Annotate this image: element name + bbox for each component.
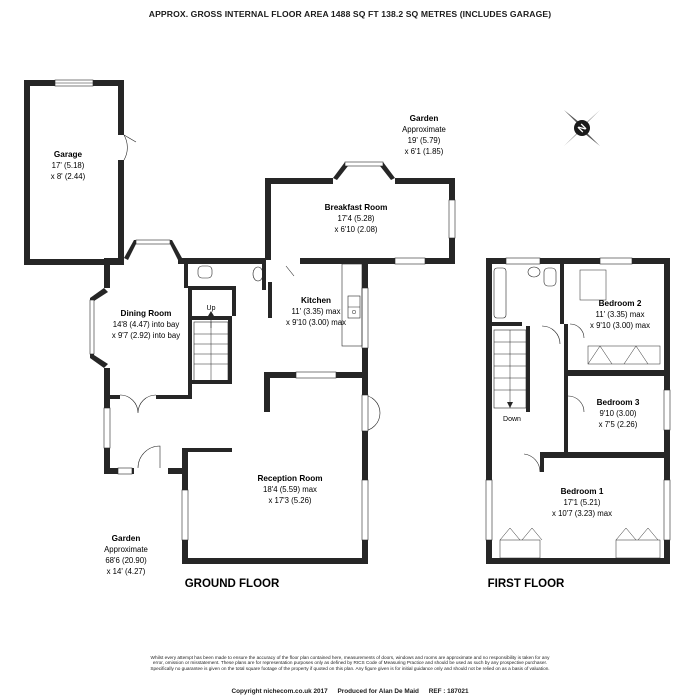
svg-text:x 6'1 (1.85): x 6'1 (1.85) <box>405 147 444 156</box>
copyright-text: Copyright nichecom.co.uk 2017 <box>231 688 328 695</box>
svg-text:Bedroom 2: Bedroom 2 <box>599 299 642 308</box>
svg-text:Garden: Garden <box>410 114 439 123</box>
dining-room-label: Dining Room 14'8 (4.47) into bay x 9'7 (… <box>112 309 180 340</box>
svg-text:14'8 (4.47) into bay: 14'8 (4.47) into bay <box>113 320 180 329</box>
garage-label: Garage 17' (5.18) x 8' (2.44) <box>51 150 86 181</box>
svg-text:Approximate: Approximate <box>402 125 446 134</box>
stairs-up-label: Up <box>207 305 216 312</box>
svg-text:x 8' (2.44): x 8' (2.44) <box>51 172 86 181</box>
svg-text:Bedroom 1: Bedroom 1 <box>561 487 604 496</box>
disclaimer-text: Whilst every attempt has been made to en… <box>150 655 550 671</box>
reference-text: REF : 187021 <box>428 688 469 695</box>
svg-text:17' (5.18): 17' (5.18) <box>52 161 85 170</box>
breakfast-room-label: Breakfast Room 17'4 (5.28) x 6'10 (2.08) <box>325 203 388 234</box>
svg-text:68'6 (20.90): 68'6 (20.90) <box>105 556 147 565</box>
svg-text:9'10 (3.00): 9'10 (3.00) <box>599 409 636 418</box>
first-floor-walls <box>485 257 671 564</box>
svg-text:Dining Room: Dining Room <box>121 309 172 318</box>
svg-text:Reception Room: Reception Room <box>257 474 322 483</box>
produced-for-text: Produced for Alan De Maid <box>337 688 419 695</box>
svg-text:Kitchen: Kitchen <box>301 296 331 305</box>
kitchen-label: Kitchen 11' (3.35) max x 9'10 (3.00) max <box>286 296 346 327</box>
svg-text:x 14' (4.27): x 14' (4.27) <box>107 567 146 576</box>
svg-text:17'1 (5.21): 17'1 (5.21) <box>563 498 600 507</box>
front-garden-label: Garden Approximate 68'6 (20.90) x 14' (4… <box>104 534 148 576</box>
svg-text:x 9'10 (3.00) max: x 9'10 (3.00) max <box>590 321 650 330</box>
footer: Copyright nichecom.co.uk 2017 Produced f… <box>0 688 700 695</box>
svg-text:Bedroom 3: Bedroom 3 <box>597 398 640 407</box>
first-floor-label: FIRST FLOOR <box>488 578 565 590</box>
svg-text:Approximate: Approximate <box>104 545 148 554</box>
garage-walls <box>24 79 137 265</box>
bedroom-2-label: Bedroom 2 11' (3.35) max x 9'10 (3.00) m… <box>590 299 650 330</box>
svg-text:19' (5.79): 19' (5.79) <box>408 136 441 145</box>
stairs-down-label: Down <box>503 416 521 423</box>
ground-floor-walls <box>89 161 456 564</box>
svg-text:11' (3.35) max: 11' (3.35) max <box>595 310 644 319</box>
compass-icon: N <box>564 110 600 146</box>
svg-text:x 6'10 (2.08): x 6'10 (2.08) <box>334 225 377 234</box>
rear-garden-label: Garden Approximate 19' (5.79) x 6'1 (1.8… <box>402 114 446 156</box>
svg-text:18'4 (5.59) max: 18'4 (5.59) max <box>263 485 317 494</box>
svg-text:x 9'7 (2.92) into bay: x 9'7 (2.92) into bay <box>112 331 180 340</box>
svg-text:17'4 (5.28): 17'4 (5.28) <box>337 214 374 223</box>
bedroom-3-label: Bedroom 3 9'10 (3.00) x 7'5 (2.26) <box>597 398 640 429</box>
ground-floor-label: GROUND FLOOR <box>185 578 280 590</box>
svg-text:x 17'3 (5.26): x 17'3 (5.26) <box>268 496 311 505</box>
svg-text:11' (3.35) max: 11' (3.35) max <box>291 307 340 316</box>
svg-text:Garage: Garage <box>54 150 83 159</box>
bedroom-1-label: Bedroom 1 17'1 (5.21) x 10'7 (3.23) max <box>552 487 612 518</box>
svg-text:x 9'10 (3.00) max: x 9'10 (3.00) max <box>286 318 346 327</box>
floor-area-title: APPROX. GROSS INTERNAL FLOOR AREA 1488 S… <box>148 9 552 19</box>
svg-text:Garden: Garden <box>112 534 141 543</box>
reception-room-label: Reception Room 18'4 (5.59) max x 17'3 (5… <box>257 474 322 505</box>
svg-text:Breakfast Room: Breakfast Room <box>325 203 388 212</box>
svg-text:x 7'5 (2.26): x 7'5 (2.26) <box>599 420 638 429</box>
svg-text:x 10'7 (3.23) max: x 10'7 (3.23) max <box>552 509 612 518</box>
